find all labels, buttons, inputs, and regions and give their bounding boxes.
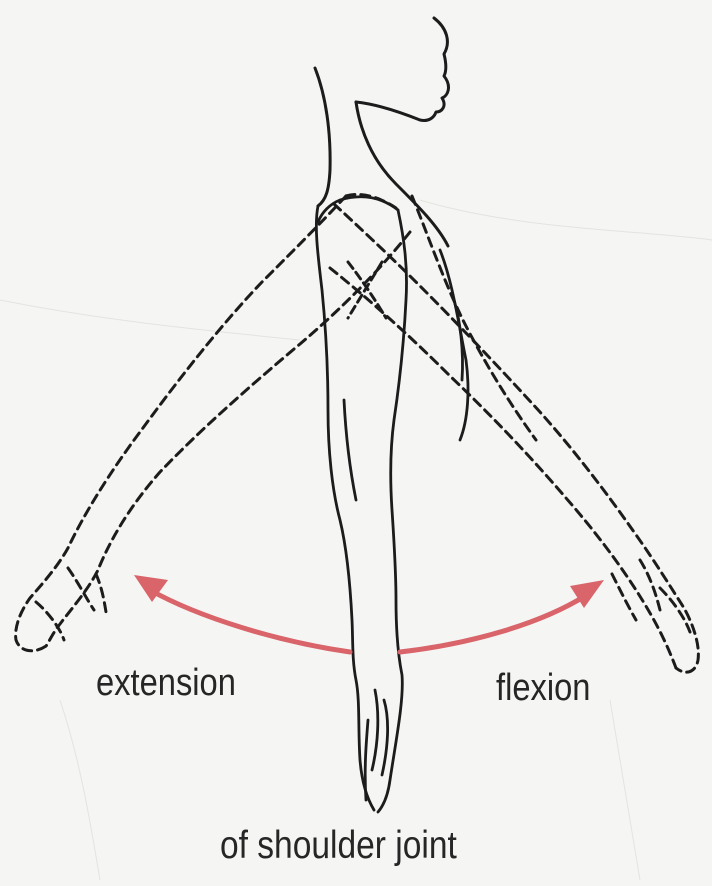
- extension-label: extension: [96, 664, 236, 702]
- arrow-extension-icon: [134, 575, 350, 652]
- shoulder-cross-dashed: [348, 262, 386, 318]
- arm-extension-dashed: [16, 195, 410, 651]
- background-ghost-lines: [0, 200, 712, 880]
- figure-caption: of shoulder joint: [220, 826, 457, 865]
- arrow-flexion-icon: [400, 580, 604, 652]
- arm-neutral-outline: [316, 197, 468, 812]
- head-neck-outline: [315, 18, 448, 246]
- flexion-label: flexion: [496, 669, 590, 707]
- arm-flexion-dashed: [330, 196, 698, 672]
